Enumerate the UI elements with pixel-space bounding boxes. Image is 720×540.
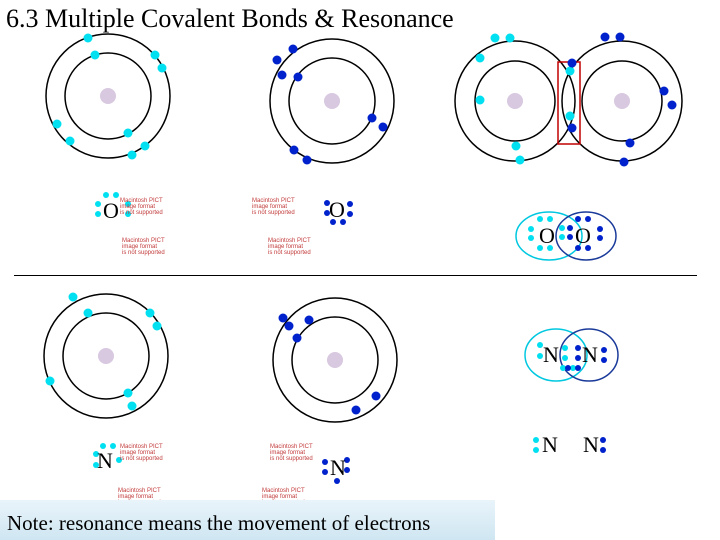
n2-symbol-bottom-left: N <box>542 432 558 457</box>
o2-lewis-circles <box>515 211 617 261</box>
nucleus <box>324 93 340 109</box>
o2-symbol-left: O <box>539 223 555 248</box>
section-divider <box>14 275 697 276</box>
nitrogen-atom-light <box>43 293 169 419</box>
nucleus <box>507 93 523 109</box>
n2-symbol-top-right: N <box>582 342 598 367</box>
nucleus <box>100 88 116 104</box>
oxygen-atom-dark <box>269 38 395 164</box>
nucleus <box>327 352 343 368</box>
nitrogen-symbol-middle: N <box>330 455 346 480</box>
nitrogen-symbol-left: N <box>97 448 113 473</box>
electrons-light <box>45 33 576 468</box>
oxygen-symbol-middle: O <box>329 197 345 222</box>
o2-symbol-right: O <box>575 223 591 248</box>
o2-molecule <box>454 40 683 162</box>
n2-lewis-circles <box>524 328 619 382</box>
page-title: 6.3 Multiple Covalent Bonds & Resonance <box>6 4 454 33</box>
footer-banner: Note: resonance means the movement of el… <box>0 500 495 540</box>
oxygen-atom-light <box>45 33 171 159</box>
oxygen-symbol-left: O <box>103 198 119 223</box>
nitrogen-atom-dark <box>272 297 398 423</box>
nucleus <box>98 348 114 364</box>
n2-symbol-top-left: N <box>543 342 559 367</box>
electrons-dark <box>272 32 677 484</box>
n2-symbol-bottom-right: N <box>583 432 599 457</box>
resonance-note: Note: resonance means the movement of el… <box>7 511 431 535</box>
nucleus <box>614 93 630 109</box>
